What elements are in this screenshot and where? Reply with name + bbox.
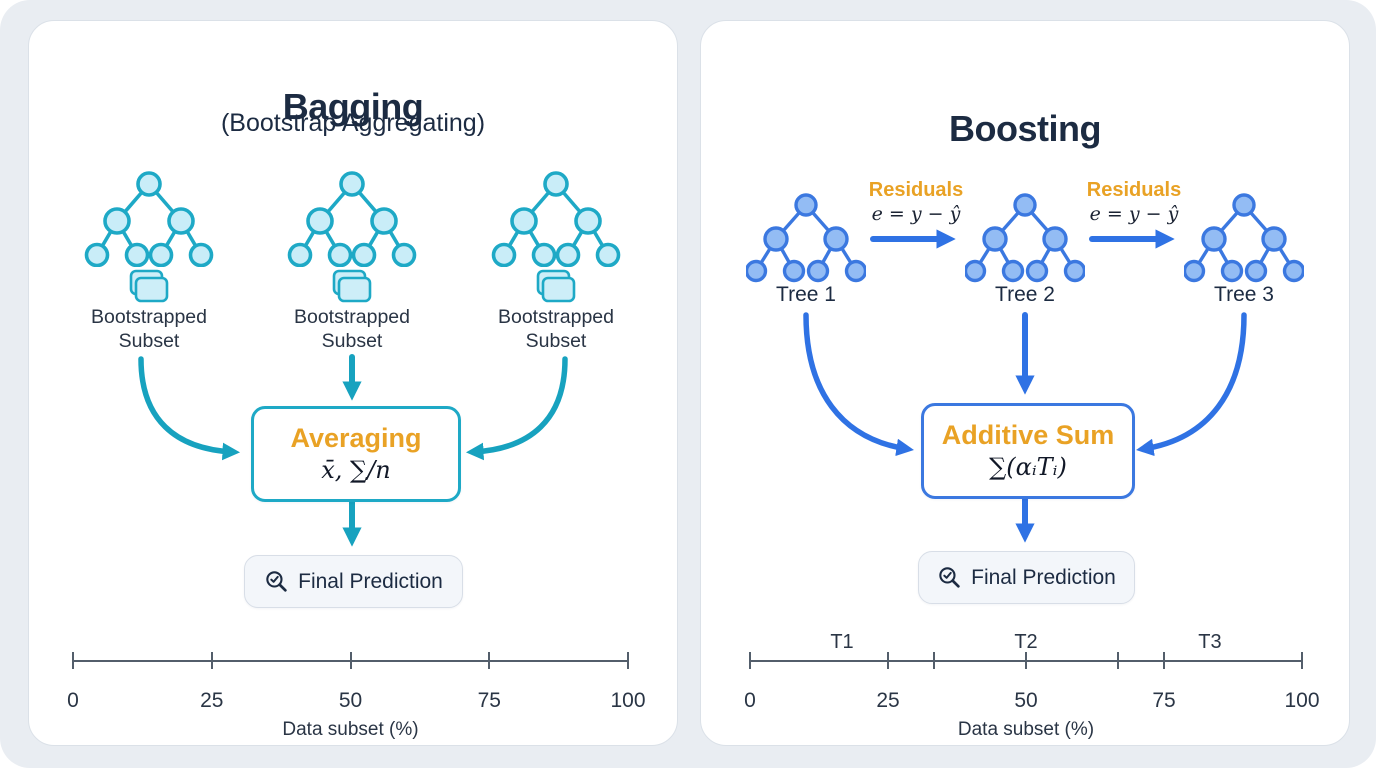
axis-tick-label: 0 (744, 689, 756, 712)
segment-label-t3: T3 (1198, 631, 1222, 653)
axis-tick (627, 652, 629, 669)
final-prediction-badge: Final Prediction (918, 551, 1135, 604)
axis-tick-label: 25 (876, 689, 900, 712)
subset-cards-icon (536, 269, 576, 303)
axis-tick (932, 652, 935, 669)
segment-label-t1: T1 (830, 631, 854, 653)
subset-cards-icon (129, 269, 169, 303)
axis-tick-label: 0 (67, 689, 79, 712)
subset-cards-icon (332, 269, 372, 303)
tree-1-label: Tree 1 (776, 283, 836, 306)
subset-label: Bootstrapped Subset (293, 306, 410, 352)
magnifier-check-icon (266, 571, 287, 592)
decision-tree-icon (965, 193, 1085, 283)
bagging-title: Bagging (282, 86, 424, 128)
subset-label: Bootstrapped Subset (497, 306, 614, 352)
axis-tick-label: 50 (1014, 689, 1038, 712)
arrow-tree1-to-sum (803, 312, 914, 457)
final-prediction-label: Final Prediction (298, 569, 443, 593)
axis-tick-label: 100 (1284, 689, 1320, 712)
additive-sum-box: Additive Sum ∑(αᵢTᵢ) (921, 403, 1135, 499)
axis-title: Data subset (%) (957, 719, 1095, 740)
additive-sum-box-title: Additive Sum (941, 420, 1115, 450)
axis-tick (749, 652, 751, 669)
decision-tree-icon (1184, 193, 1304, 283)
bagging-data-subset-axis: 0 25 50 75 100 Data subset (%) (67, 635, 646, 745)
axis-tick-label: 75 (477, 689, 501, 712)
boosting-panel: Boosting Tree 1 Tree 2 Tree 3 (700, 20, 1350, 746)
decision-tree-icon (491, 171, 621, 267)
decision-tree-icon (84, 171, 214, 267)
axis-tick (349, 652, 352, 669)
arrow-tree3-to-sum (1136, 312, 1247, 457)
axis-title: Data subset (%) (282, 719, 419, 740)
segment-label-t2: T2 (1014, 631, 1038, 653)
axis-tick (1025, 652, 1027, 669)
arrow-subset1-to-averaging (138, 356, 241, 461)
subset-label: Bootstrapped Subset (90, 306, 207, 352)
final-prediction-badge: Final Prediction (244, 555, 463, 608)
residuals-annotation: Residuals e = y − ŷ (1086, 179, 1182, 225)
averaging-box-title: Averaging (290, 423, 422, 453)
boosting-title: Boosting (949, 108, 1101, 150)
final-prediction-label: Final Prediction (971, 565, 1116, 589)
arrow-subset3-to-averaging (465, 356, 568, 461)
tree-3-label: Tree 3 (1214, 283, 1274, 306)
axis-tick-label: 50 (338, 689, 363, 712)
decision-tree-icon (746, 193, 866, 283)
magnifier-check-icon (939, 567, 960, 588)
residuals-annotation: Residuals e = y − ŷ (868, 179, 964, 225)
tree-2-label: Tree 2 (995, 283, 1055, 306)
axis-tick (72, 652, 74, 669)
bagging-panel: Bagging (Bootstrap Aggregating) (28, 20, 678, 746)
axis-tick (1117, 652, 1120, 669)
averaging-formula: x̄, ∑/n (321, 456, 391, 484)
axis-tick (1163, 652, 1165, 669)
axis-tick (1301, 652, 1303, 669)
axis-tick-label: 25 (200, 689, 224, 712)
additive-sum-formula: ∑(αᵢTᵢ) (989, 453, 1067, 481)
boosting-data-subset-axis: T1 T2 T3 0 25 50 75 100 Data subset (%) (744, 631, 1319, 745)
axis-tick-label: 100 (610, 689, 646, 712)
axis-tick-label: 75 (1152, 689, 1176, 712)
averaging-box: Averaging x̄, ∑/n (251, 406, 461, 502)
axis-tick (488, 652, 491, 669)
bagging-subtitle: (Bootstrap Aggregating) (220, 109, 486, 137)
axis-tick (210, 652, 213, 669)
axis-tick (887, 652, 889, 669)
decision-tree-icon (287, 171, 417, 267)
